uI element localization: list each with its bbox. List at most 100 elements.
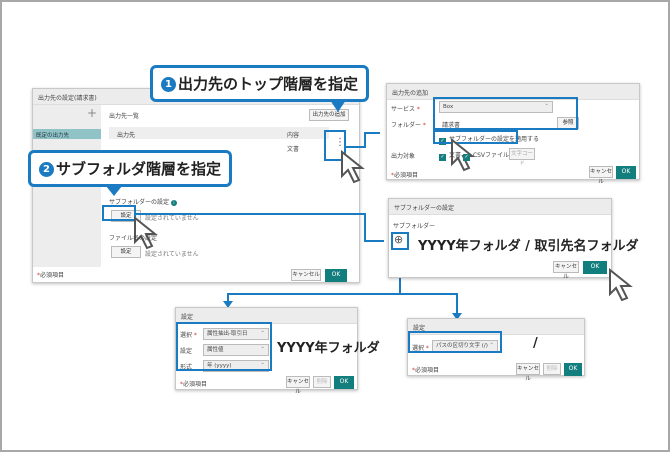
select-label-text: 選択	[412, 345, 425, 352]
kebab-menu-icon[interactable]: ⋮	[335, 137, 345, 148]
select-label: 選択 *	[412, 345, 429, 352]
highlight-add-subfolder	[391, 232, 409, 250]
callout-pointer	[330, 100, 346, 112]
required-note: *必須項目	[37, 272, 65, 279]
circle-plus-icon[interactable]: ⊕	[394, 233, 404, 246]
subfolder-label-text: サブフォルダーの設定	[109, 199, 170, 206]
cancel-button[interactable]: キャンセル	[291, 269, 321, 281]
required-note: *必須項目	[180, 381, 208, 388]
list-title: 出力先一覧	[109, 113, 140, 120]
step-number: 1	[161, 77, 176, 92]
dialog-title: サブフォルダーの設定	[389, 199, 611, 215]
highlight-separator	[408, 331, 502, 353]
charset-button[interactable]: 文字コード	[509, 148, 535, 167]
format-label: 形式	[180, 364, 193, 371]
cancel-button[interactable]: キャンセル	[286, 376, 310, 395]
subfolder-status: 設定されていません	[145, 215, 199, 222]
setting-label: 設定	[180, 348, 193, 355]
plus-icon[interactable]: +	[87, 106, 98, 120]
filename-set-button[interactable]: 設定	[111, 246, 141, 258]
cancel-button[interactable]: キャンセル	[516, 363, 540, 382]
required-text: 必須項目	[183, 381, 208, 388]
highlight-service-folder	[433, 97, 578, 130]
highlight-apply-checkbox	[433, 130, 518, 144]
connector	[364, 213, 366, 241]
cancel-button[interactable]: キャンセル	[589, 166, 613, 185]
checkbox-icon[interactable]: ✓	[462, 154, 470, 161]
connector	[364, 240, 384, 242]
connector	[346, 146, 366, 148]
highlight-year-fields	[176, 322, 272, 371]
filename-label: ファイル名の設定	[109, 235, 158, 242]
select-label-text: 選択	[180, 332, 193, 339]
target-options[interactable]: ✓文書 ✓CSVファイル	[439, 150, 509, 161]
delete-button[interactable]: 削除	[313, 376, 331, 388]
subfolder-dialog: サブフォルダーの設定 サブフォルダー ⊕ キャンセル OK	[388, 198, 612, 280]
callout-pointer	[106, 186, 122, 196]
separator-annotation: /	[533, 336, 538, 351]
connector	[456, 293, 458, 315]
filename-status: 設定されていません	[145, 251, 199, 258]
info-icon[interactable]: i	[170, 200, 177, 206]
cursor-icon	[134, 216, 158, 250]
col-dest: 出力先	[117, 132, 136, 139]
subfolder-annotation: YYYY年フォルダ / 取引先名フォルダ	[418, 239, 639, 254]
folder-label: フォルダー *	[391, 122, 426, 129]
setting-dropdown[interactable]: 属性値	[203, 344, 269, 356]
cursor-icon	[341, 150, 365, 184]
subfolder-label: サブフォルダー	[393, 223, 436, 230]
connector	[227, 293, 229, 303]
required-note: *必須項目	[391, 172, 419, 179]
output-settings-dialog: 出力先の設定(請求書) + 既定の出力先 出力先一覧 出力先の追加 出力先 内容…	[32, 88, 360, 283]
ok-button[interactable]: OK	[583, 261, 607, 274]
target-doc: 文書	[449, 152, 462, 159]
target-label: 出力対象	[391, 153, 416, 160]
callout-text: サブフォルダ階層を指定	[56, 160, 222, 178]
target-csv: CSVファイル	[472, 152, 510, 159]
callout-text: 出力先のトップ階層を指定	[178, 75, 359, 93]
year-annotation: YYYY年フォルダ	[277, 341, 380, 356]
service-label: サービス *	[391, 106, 420, 113]
cancel-button[interactable]: キャンセル	[553, 261, 579, 280]
required-note: *必須項目	[412, 367, 440, 374]
service-select[interactable]: Box	[439, 101, 553, 113]
required-text: 必須項目	[415, 367, 440, 374]
ok-button[interactable]: OK	[325, 269, 347, 282]
select-dropdown[interactable]: 属性抽出-取引日	[203, 328, 269, 340]
delete-button[interactable]: 削除	[543, 363, 561, 375]
ok-button[interactable]: OK	[616, 166, 636, 179]
highlight-kebab	[324, 130, 346, 161]
step-number: 2	[39, 162, 54, 177]
folder-input[interactable]: 請求書	[442, 122, 461, 129]
cursor-icon	[451, 138, 475, 172]
cursor-icon	[609, 268, 633, 302]
connector	[227, 293, 457, 295]
ok-button[interactable]: OK	[564, 363, 582, 376]
separator-settings-dialog: 設定 選択 * パスの区切り文字 (/) *必須項目 キャンセル 削除 OK	[407, 318, 585, 382]
ok-button[interactable]: OK	[334, 376, 354, 389]
connector	[364, 132, 380, 134]
required-text: 必須項目	[394, 172, 419, 179]
folder-label-text: フォルダー	[391, 122, 422, 129]
col-content: 内容	[287, 132, 300, 139]
year-settings-dialog: 設定 選択 * 属性抽出-取引日 設定 属性値 形式 年 (yyyy) *必須項…	[175, 307, 358, 395]
arrow-down	[223, 301, 233, 308]
add-destination-button[interactable]: 出力先の追加	[309, 109, 349, 121]
service-label-text: サービス	[391, 106, 416, 113]
sidebar-item-default[interactable]: 既定の出力先	[33, 129, 101, 139]
required-text: 必須項目	[40, 272, 65, 279]
table-header	[109, 127, 329, 139]
apply-subfolder-checkbox[interactable]: ✓サブフォルダーの設定を適用する	[439, 134, 539, 145]
arrow-down	[452, 313, 462, 320]
dialog-title: 出力先の追加	[387, 84, 639, 100]
connector	[364, 132, 366, 148]
checkbox-icon[interactable]: ✓	[439, 154, 446, 161]
connector	[136, 213, 366, 215]
highlight-set-button	[102, 205, 136, 221]
select-label: 選択 *	[180, 332, 197, 339]
checkbox-icon[interactable]: ✓	[439, 138, 446, 145]
apply-subfolder-text: サブフォルダーの設定を適用する	[449, 136, 540, 143]
